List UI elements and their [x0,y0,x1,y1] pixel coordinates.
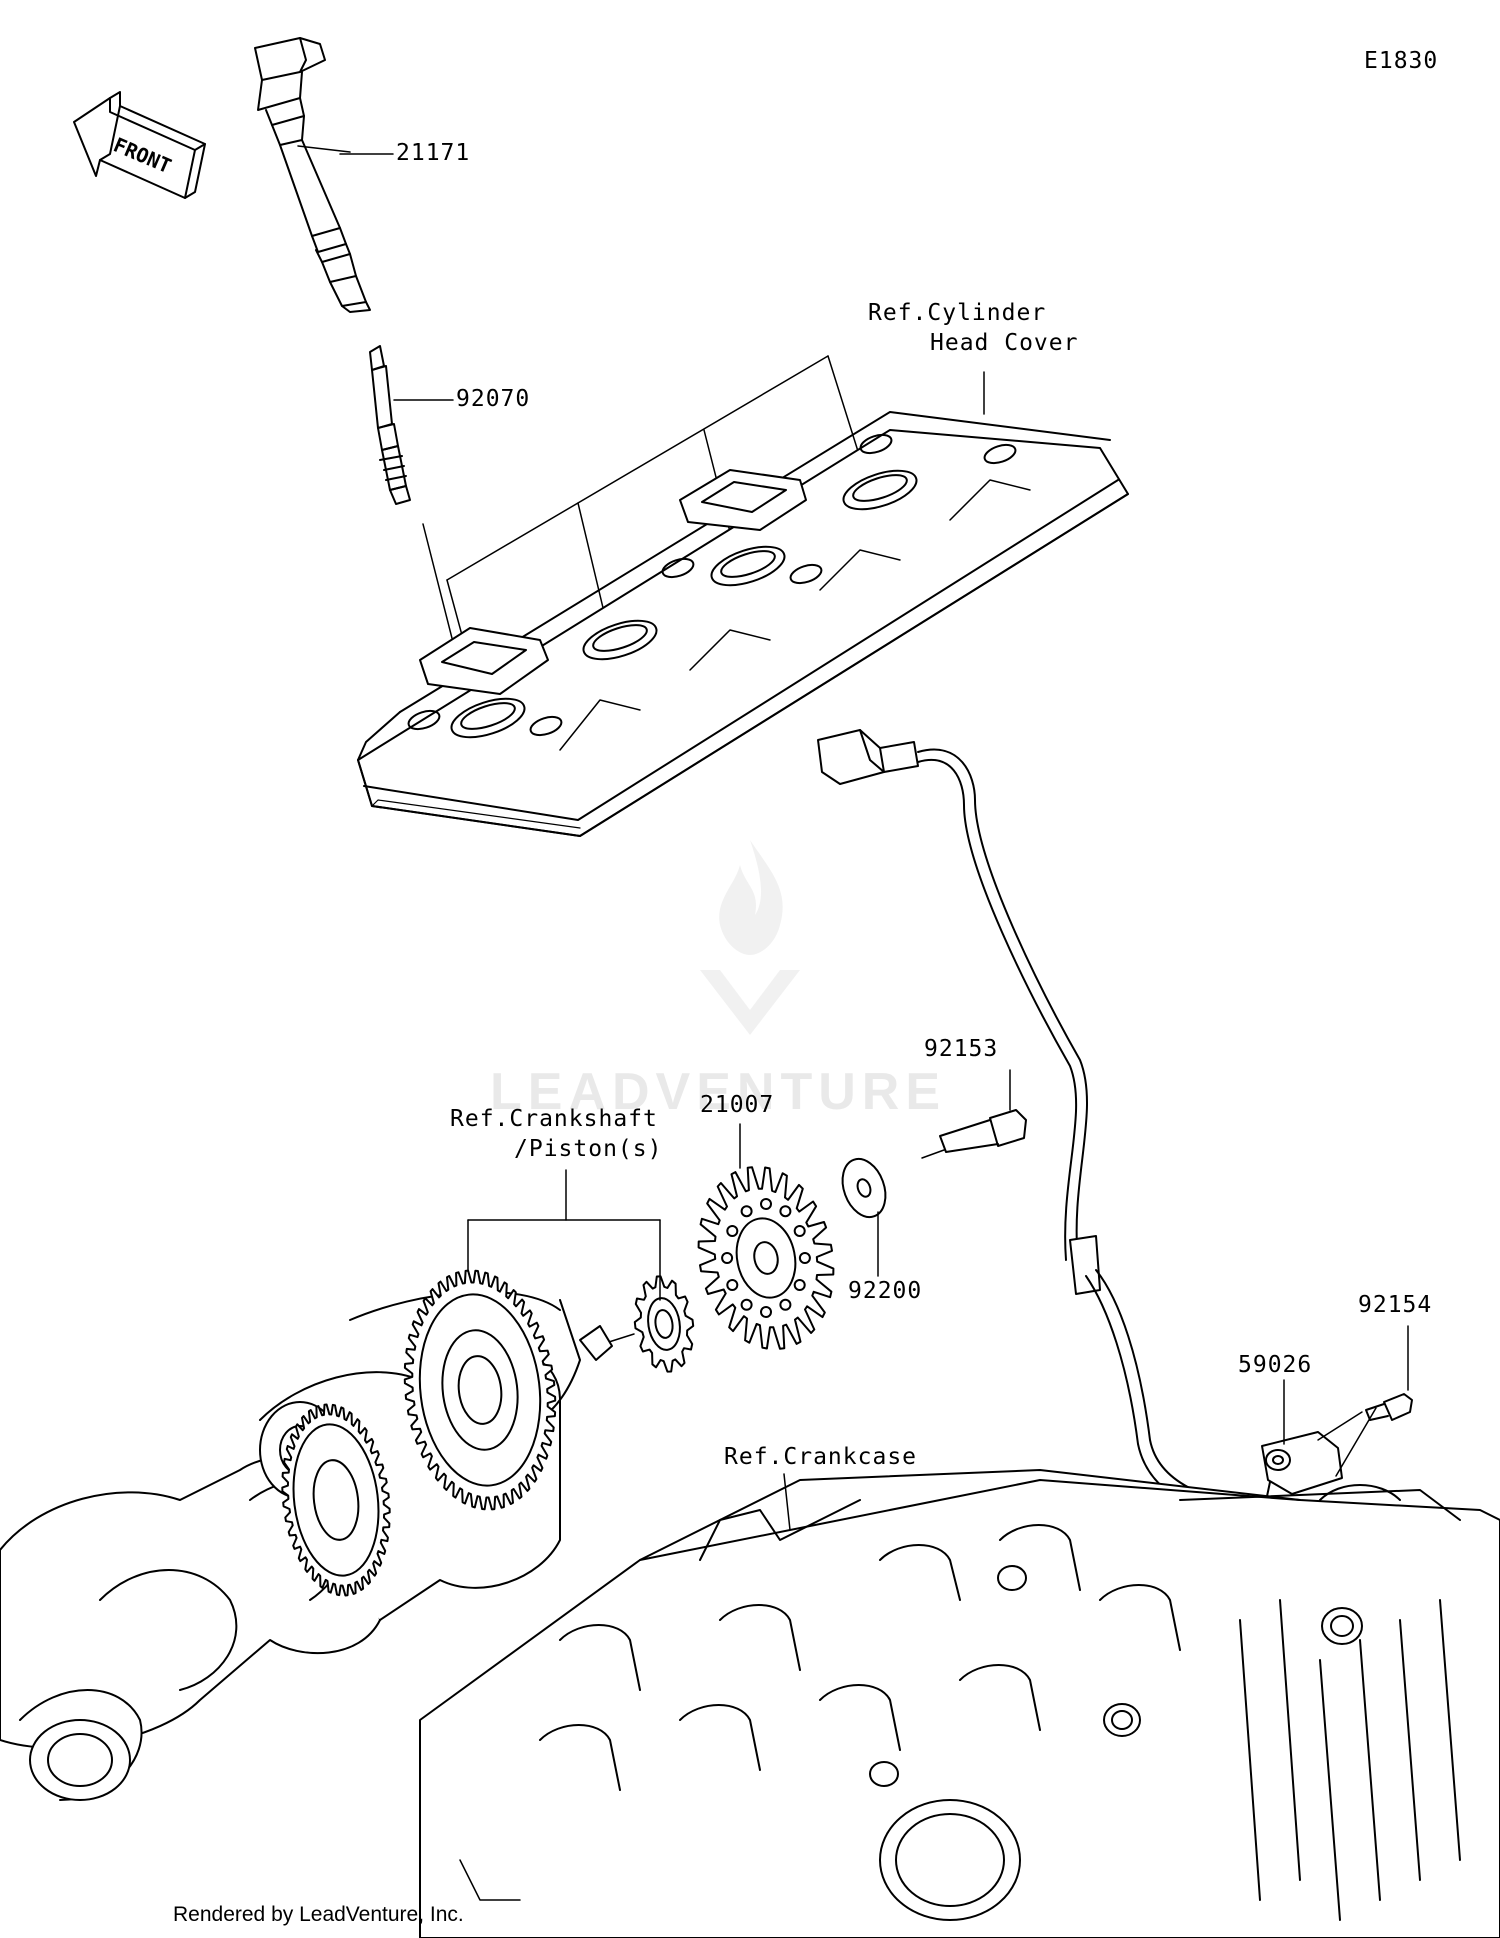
rotor-hole [726,1279,739,1291]
crank-gear-large [403,1269,557,1511]
watermark-text: LEADVENTURE [490,1063,947,1121]
rotor-hole [740,1205,753,1218]
sensor-bolt-part [1365,1393,1413,1421]
ref-label-crankshaft-line2[interactable]: /Piston(s) [514,1136,663,1162]
leader-92070-to-hole [422,523,457,655]
timing-rotor-part [697,1166,835,1350]
rotor-hole [740,1298,753,1311]
ref-label-crankshaft-line1[interactable]: Ref.Crankshaft [450,1106,658,1132]
rotor-hole [779,1205,792,1218]
part-label-92200[interactable]: 92200 [848,1278,923,1304]
part-label-92154[interactable]: 92154 [1358,1292,1433,1318]
rotor-ring [753,1241,779,1275]
ref-label-crankcase[interactable]: Ref.Crankcase [724,1444,918,1470]
rotor-hole [726,1225,739,1237]
rotor-hole [760,1306,772,1318]
watermark-logo [700,840,800,1035]
cylinder-head-cover [357,411,1129,837]
ref-label-cylinder-head-cover-line2[interactable]: Head Cover [930,330,1079,356]
rotor-hole [721,1252,734,1264]
washer-part [841,1157,887,1219]
rotor-hole [779,1298,792,1311]
part-label-59026[interactable]: 59026 [1238,1352,1313,1378]
front-arrow-icon: FRONT [73,91,206,199]
rotor-hole [793,1225,806,1237]
part-label-21007[interactable]: 21007 [700,1092,775,1118]
part-label-92153[interactable]: 92153 [924,1036,999,1062]
leader-crankcase [783,1473,791,1531]
footer-credit: Rendered by LeadVenture, Inc. [173,1903,464,1926]
small-gear-ring [654,1309,674,1339]
part-label-92070[interactable]: 92070 [456,386,531,412]
spark-plug-part [369,345,411,505]
cam-gear-ring [312,1459,360,1541]
rotor-hole [798,1252,811,1264]
ref-label-cylinder-head-cover-line1[interactable]: Ref.Cylinder [868,300,1047,326]
ignition-coil-part [254,37,371,313]
diagram-code: E1830 [1364,48,1439,74]
rotor-hole [760,1198,772,1210]
crank-gear-left [281,1403,391,1597]
crankcase [419,1469,1500,1938]
rotor-hole [793,1279,806,1291]
crank-gear-small [633,1275,695,1373]
big-gear-ring [457,1355,503,1425]
sensor-harness [817,729,1261,1523]
part-label-21171[interactable]: 21171 [396,140,471,166]
rotor-bolt-part [921,1109,1027,1159]
